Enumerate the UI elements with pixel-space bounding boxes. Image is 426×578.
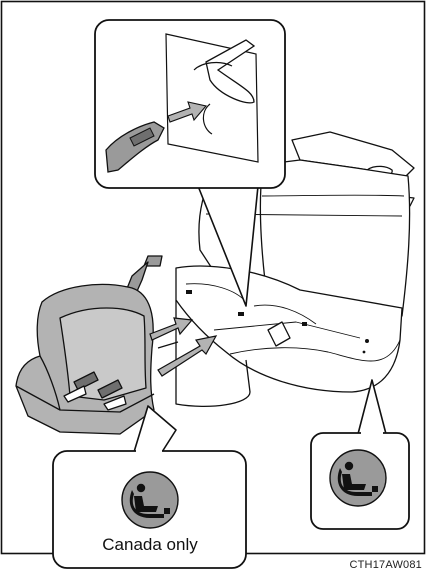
- figure-code: CTH17AW081: [349, 559, 422, 571]
- child-seat-anchor-icon: [330, 450, 386, 506]
- child-seat-anchor-icon: [122, 472, 178, 528]
- canada-only-label: Canada only: [86, 535, 214, 555]
